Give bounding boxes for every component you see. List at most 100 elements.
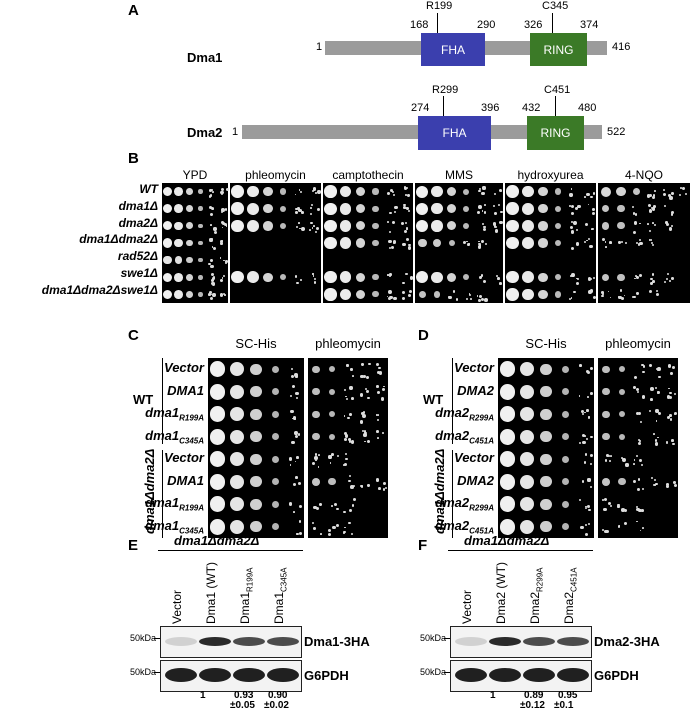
colony-spot [271,523,279,531]
colony-dot [635,505,639,509]
colony-dot [621,240,624,243]
colony-spot [601,222,610,230]
colony-spot [324,202,337,215]
dma2-ring-end: 480 [578,102,597,114]
colony-dot [348,508,353,513]
plasmid-name: DMA1 [167,382,204,398]
colony-spot [209,406,226,423]
blot-band-3 [557,637,589,646]
colony-dot [481,191,485,196]
colony-dot [640,420,643,424]
colony-dot [327,532,332,537]
colony-dot [336,523,340,527]
colony-dot [292,417,294,420]
colony-dot [623,294,626,297]
colony-dot [483,204,486,206]
colony-dot [210,194,213,197]
colony-spot [355,186,366,197]
colony-spot [279,274,287,281]
colony-dot [376,478,380,482]
colony-dot [671,224,674,227]
plasmid-label-3: dma2C451A [435,428,494,446]
colony-dot [497,277,500,280]
colony-dot [211,246,214,248]
blot-band-0 [455,637,487,646]
colony-dot [363,430,367,433]
colony-dot [641,509,645,513]
colony-dot [291,440,295,445]
colony-spot [250,363,262,375]
colony-spot [372,291,379,298]
colony-dot [351,397,354,401]
colony-dot [478,299,482,303]
colony-dot [609,241,612,244]
quant-value-2: 0.93 [234,690,254,701]
colony-dot [636,275,639,279]
quant-value-3: 0.95 [558,690,578,701]
colony-spot [499,406,516,423]
colony-spot [605,503,607,505]
colony-spot [405,276,407,278]
colony-dot [480,297,485,302]
colony-dot [403,186,407,190]
colony-dot [494,225,498,229]
colony-dot [289,463,292,466]
plasmid-name: DMA1 [167,472,204,488]
colony-dot [383,385,386,388]
colony-spot [162,204,172,214]
colony-dot [650,277,654,281]
colony-dot [309,221,313,225]
blot-band-0 [455,668,487,682]
colony-dot [219,293,224,297]
colony-dot [638,441,642,445]
lane-name: Dma1 [238,591,252,624]
colony-spot [250,476,262,488]
lane-label-1: Dma1 (WT) [204,562,218,624]
colony-spot [174,290,183,299]
colony-spot [463,222,470,229]
colony-spot [250,453,262,465]
colony-dot [633,479,637,483]
colony-dot [607,290,610,293]
colony-dot [668,194,671,198]
colony-dot [656,391,660,394]
colony-dot [670,372,674,375]
colony-dot [601,290,604,294]
plasmid-label-1: DMA2 [457,383,494,398]
dma2-fha-end: 396 [481,102,500,114]
colony-spot [618,433,626,440]
colony-spot [229,452,244,467]
colony-spot [416,185,429,198]
colony-dot [639,239,642,242]
target-blot [450,626,592,658]
condition-label-1: phleomycin [605,336,671,351]
colony-spot [198,189,203,194]
colony-dot [624,242,627,245]
colony-dot [639,222,641,225]
colony-dot [352,484,355,487]
colony-spot [362,390,365,393]
quant-error-3: ±0.1 [554,700,574,711]
colony-spot [540,476,552,488]
colony-dot [618,295,622,300]
protein-name-dma1: Dma1 [187,50,223,65]
colony-dot [466,242,470,246]
colony-dot [478,205,482,209]
colony-spot [669,436,671,438]
colony-dot [299,227,301,230]
colony-dot [224,293,226,296]
colony-dot [651,243,655,246]
colony-dot [571,211,575,216]
colony-dot [582,413,585,415]
colony-dot [391,245,395,249]
colony-spot [372,205,379,212]
colony-dot [311,204,314,207]
colony-spot [465,293,469,297]
colony-dot [585,223,589,227]
colony-dot [481,210,484,212]
colony-spot [540,408,552,420]
panel-label-e: E [128,537,139,554]
colony-dot [403,229,408,234]
target-blot [160,626,302,658]
colony-dot [669,391,673,395]
